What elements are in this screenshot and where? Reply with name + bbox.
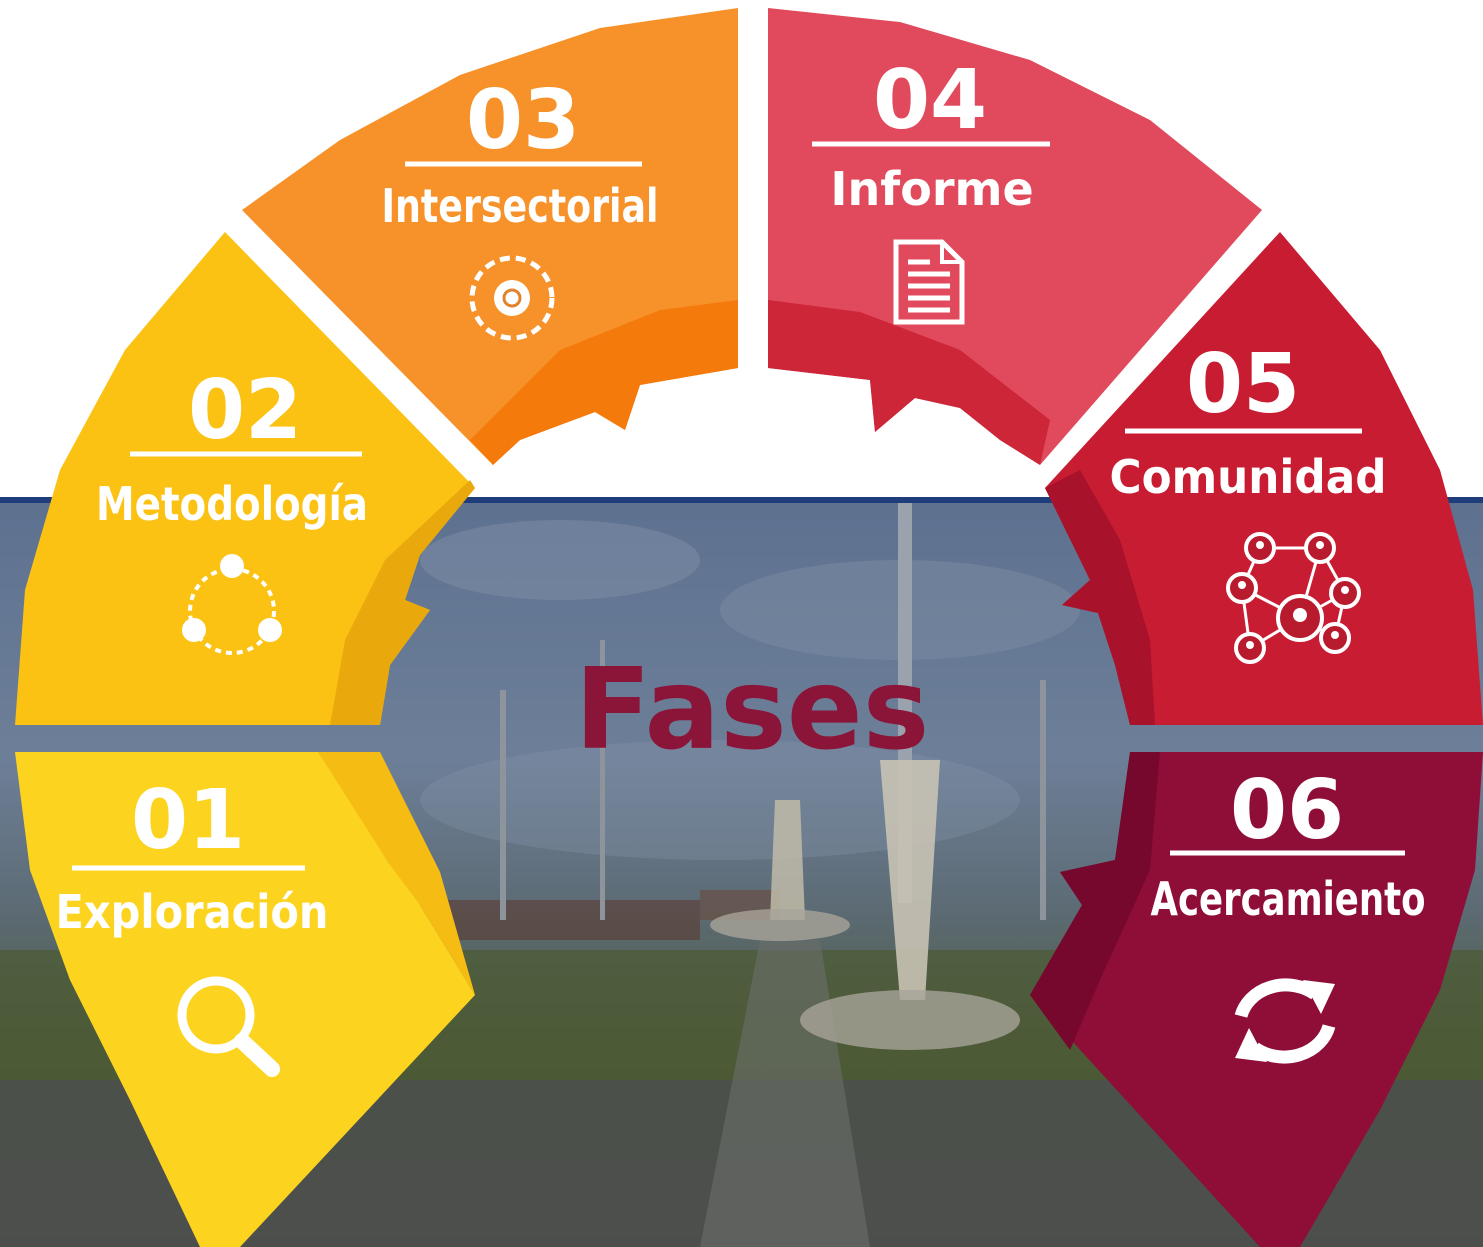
phase-number: 04 xyxy=(873,53,987,148)
magnifier-icon xyxy=(177,976,280,1077)
band-top-line xyxy=(0,497,1483,503)
phase-label: Informe xyxy=(830,162,1033,216)
segment-inner-band xyxy=(768,300,1050,465)
center-title: Fases xyxy=(575,645,930,775)
phase-label: Metodología xyxy=(96,477,368,531)
segment-shape xyxy=(15,232,475,725)
phase-number: 02 xyxy=(188,363,302,458)
phase-label: Intersectorial xyxy=(382,179,659,233)
segment-inner-band xyxy=(1045,470,1155,725)
phase-number: 01 xyxy=(131,773,245,868)
segment-inner-band xyxy=(318,752,475,995)
segment-inner-band xyxy=(470,300,738,465)
intersector-cycle-icon xyxy=(469,255,555,341)
network-people-icon xyxy=(1226,532,1361,664)
document-icon xyxy=(893,239,965,325)
phase-segments: 01Exploración02Metodología03Intersectori… xyxy=(15,8,1483,1247)
phase-number: 03 xyxy=(466,73,580,168)
segment-inner-band xyxy=(1030,752,1160,1050)
phase-label: Acercamiento xyxy=(1151,872,1426,926)
phase-number: 05 xyxy=(1186,337,1300,432)
segment-shape xyxy=(1045,232,1483,725)
segment-inner-band xyxy=(330,480,475,725)
refresh-icon xyxy=(1234,978,1336,1064)
cycle-nodes-icon xyxy=(182,554,282,655)
phase-number: 06 xyxy=(1230,763,1344,858)
phase-label: Comunidad xyxy=(1110,450,1387,504)
phase-label: Exploración xyxy=(56,885,329,939)
